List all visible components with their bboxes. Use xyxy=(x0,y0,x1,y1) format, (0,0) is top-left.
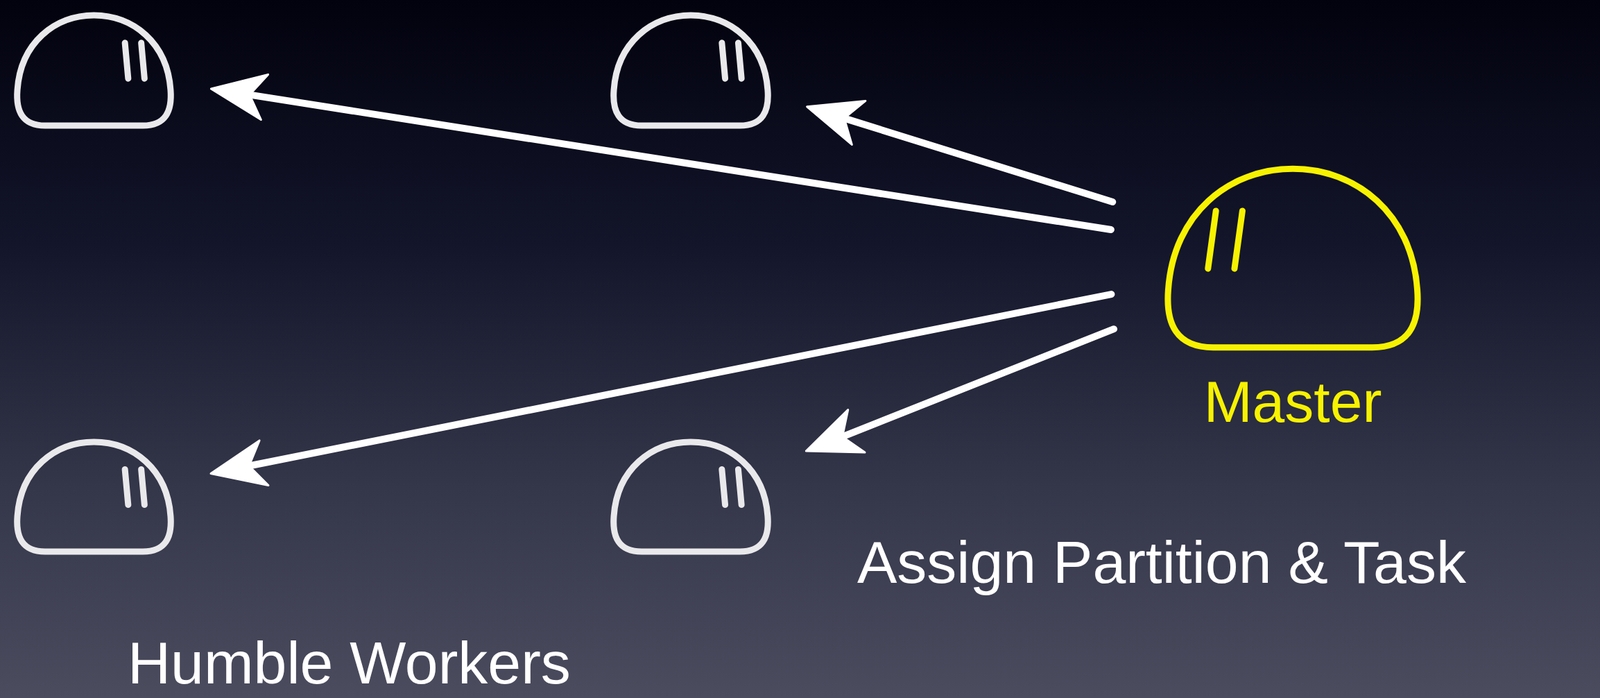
blob-eye xyxy=(1208,210,1216,269)
worker-blob xyxy=(12,10,176,131)
blob-outline xyxy=(1160,160,1426,356)
blob-body xyxy=(613,441,769,552)
blob-eye xyxy=(721,42,726,79)
blob-body xyxy=(17,441,172,552)
blob-eye xyxy=(1234,210,1243,269)
arrow-head xyxy=(210,74,268,120)
worker-blob xyxy=(608,10,773,131)
blob-outline xyxy=(608,10,773,131)
node-title: Master xyxy=(1118,372,1467,431)
arrow-shaft xyxy=(248,94,1112,230)
blob-outline xyxy=(12,436,176,557)
group-label: Humble Workers xyxy=(127,632,571,693)
arrow-shaft xyxy=(248,294,1112,467)
blob-eye xyxy=(737,468,742,505)
blob-eye xyxy=(141,468,145,505)
arrow-shaft xyxy=(843,117,1113,202)
arrow-head xyxy=(210,440,269,486)
worker-blob xyxy=(12,436,176,557)
blob-outline xyxy=(12,10,176,131)
blob-outline xyxy=(608,436,773,557)
blob-eye xyxy=(124,468,129,505)
blob-eye xyxy=(721,468,726,505)
assign-arrow xyxy=(805,328,1114,453)
arrow-shaft xyxy=(841,328,1114,437)
assign-arrow xyxy=(210,74,1111,230)
assign-arrow xyxy=(210,294,1112,486)
arrow-head xyxy=(805,409,865,453)
blob-eye xyxy=(124,42,129,79)
blob-body xyxy=(1167,168,1418,347)
blob-body xyxy=(17,15,172,126)
master-blob: Master xyxy=(1160,160,1426,446)
arrow-head xyxy=(807,100,866,145)
blob-body xyxy=(613,15,769,126)
annotation-label: Assign Partition & Task xyxy=(857,531,1467,592)
assign-arrow xyxy=(807,100,1114,202)
worker-blob xyxy=(608,436,773,557)
blob-eye xyxy=(141,42,145,79)
blob-eye xyxy=(737,42,742,79)
